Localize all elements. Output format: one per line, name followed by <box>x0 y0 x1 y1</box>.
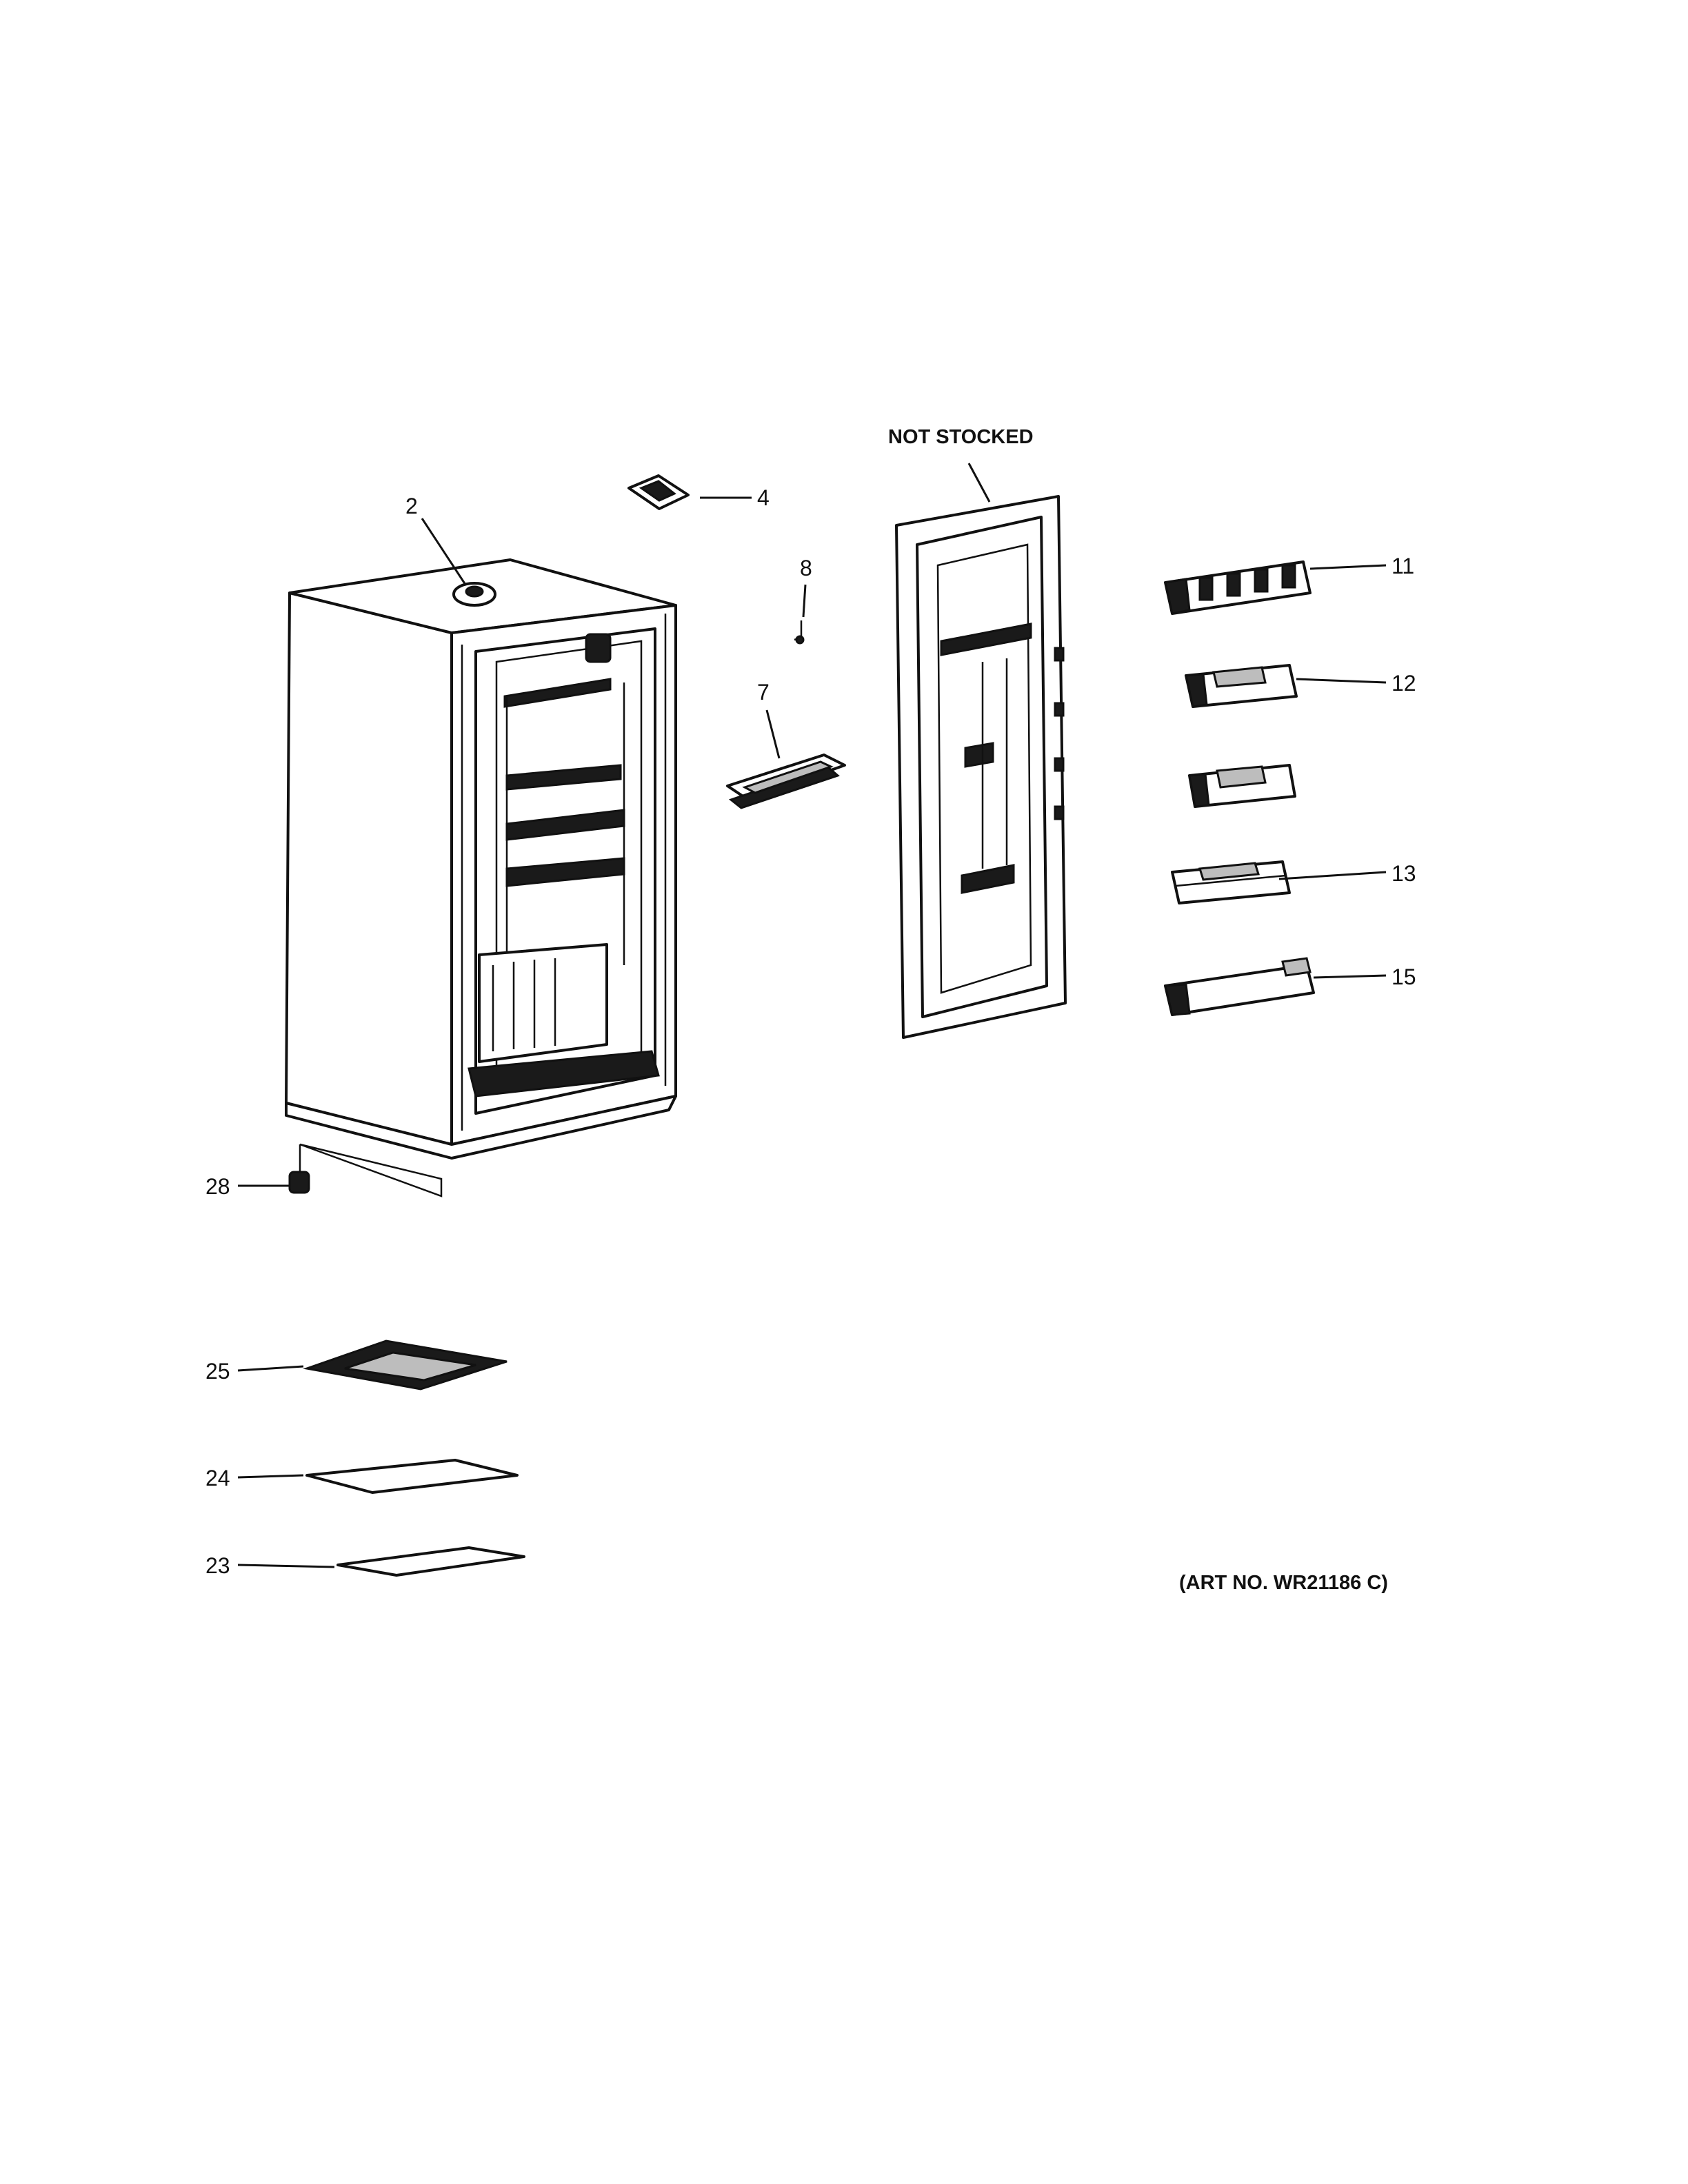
callout-13: 13 <box>1391 861 1416 886</box>
part-24-glass-shelf <box>305 1459 519 1494</box>
callout-2: 2 <box>405 494 418 518</box>
part-11-door-bin <box>1164 560 1312 615</box>
part-28-leveling-leg <box>288 1143 443 1197</box>
note-not-stocked: NOT STOCKED <box>888 426 1034 448</box>
callout-23: 23 <box>205 1553 230 1578</box>
part-2-cap <box>452 582 496 607</box>
callout-7: 7 <box>757 680 770 705</box>
part-23-glass-shelf <box>336 1546 525 1577</box>
callout-12: 12 <box>1391 671 1416 696</box>
callout-25: 25 <box>205 1359 230 1384</box>
callout-15: 15 <box>1391 964 1416 989</box>
part-7-control <box>726 754 846 809</box>
cabinet-assembly <box>285 558 677 1160</box>
part-13-shelf <box>1171 860 1291 904</box>
part-8-screw <box>794 620 805 645</box>
part-12-door-bin-upper <box>1185 664 1298 708</box>
callout-28: 28 <box>205 1174 230 1199</box>
callout-labels: 2 4 NOT STOCKED 8 7 11 12 13 15 28 25 24… <box>205 426 1416 1594</box>
callout-24: 24 <box>205 1466 230 1490</box>
part-4-bracket <box>627 474 690 510</box>
part-25-wire-shelf <box>303 1339 508 1391</box>
part-15-door-bin-bottom <box>1164 957 1315 1016</box>
leader-lines <box>237 463 1387 1568</box>
callout-4: 4 <box>757 485 770 510</box>
callout-11: 11 <box>1391 554 1414 578</box>
callout-8: 8 <box>800 556 812 580</box>
part-12-door-bin-lower <box>1188 764 1296 808</box>
door-assembly <box>895 495 1067 1039</box>
art-number: (ART NO. WR21186 C) <box>1179 1572 1388 1594</box>
